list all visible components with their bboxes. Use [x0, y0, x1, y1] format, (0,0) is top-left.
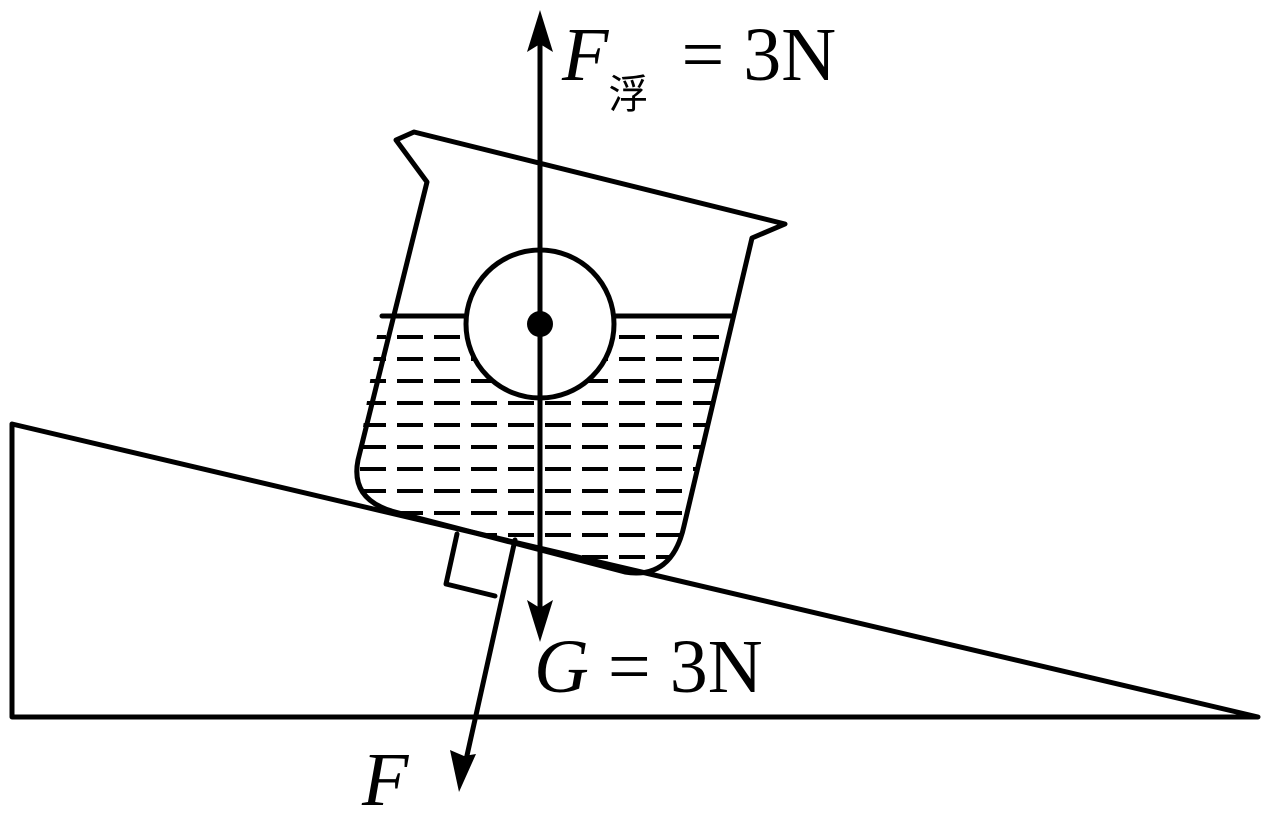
gravity-label: G = 3N	[534, 625, 763, 709]
gravity-arrowhead	[527, 600, 553, 642]
gravity-value: = 3N	[589, 625, 763, 709]
beaker	[354, 129, 788, 576]
buoyancy-label: F浮 = 3N	[561, 13, 836, 117]
gravity-symbol: G	[534, 625, 589, 709]
buoyancy-symbol: F	[561, 13, 610, 97]
center-dot	[527, 311, 553, 337]
buoyancy-value: = 3N	[662, 13, 836, 97]
buoyancy-subscript: 浮	[608, 72, 648, 117]
pressure-arrowhead	[450, 750, 476, 792]
right-angle-marker	[443, 531, 498, 599]
pressure-label: F	[361, 738, 410, 818]
buoyancy-arrowhead	[527, 10, 553, 52]
pressure-force-line	[463, 537, 518, 763]
